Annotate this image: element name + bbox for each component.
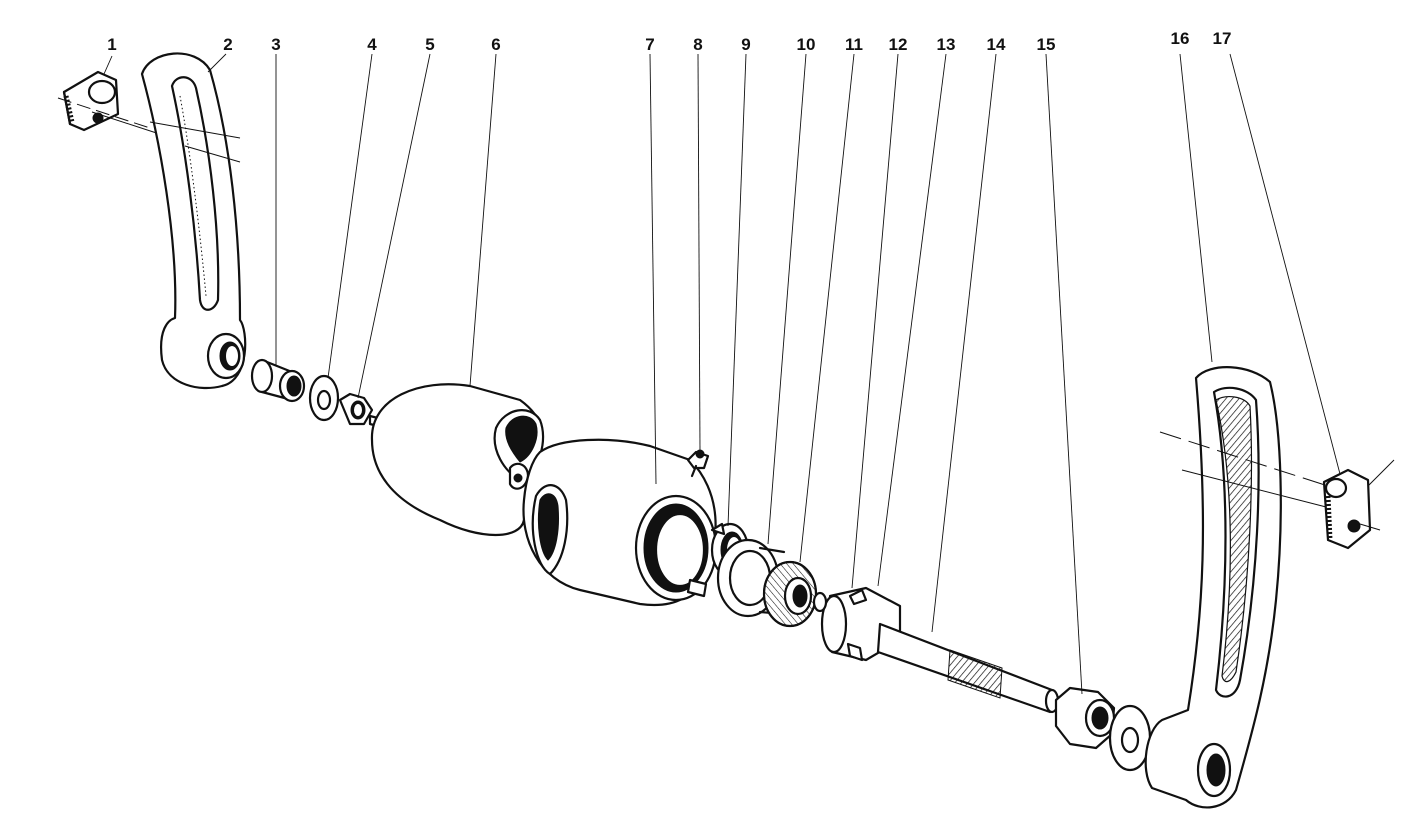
part-1-clamp-block xyxy=(57,70,179,141)
part-14-shaft xyxy=(876,622,1060,714)
part-labels: 1 2 3 4 5 6 7 8 9 10 11 12 13 14 15 16 1… xyxy=(107,29,1231,54)
leader-1 xyxy=(103,55,113,75)
part-4-washer xyxy=(308,374,340,422)
leader-lines xyxy=(103,53,1341,695)
leader-8 xyxy=(697,53,701,451)
part-11-roller-bearing xyxy=(762,560,818,628)
label-6: 6 xyxy=(491,35,500,54)
label-2: 2 xyxy=(223,35,232,54)
leader-16 xyxy=(1179,53,1213,363)
label-5: 5 xyxy=(425,35,434,54)
label-11: 11 xyxy=(845,35,863,54)
label-3: 3 xyxy=(271,35,280,54)
part-17-clamp-block xyxy=(1322,459,1395,550)
leader-14 xyxy=(931,53,997,633)
label-1: 1 xyxy=(107,35,116,54)
label-7: 7 xyxy=(645,35,654,54)
label-13: 13 xyxy=(937,35,956,54)
leader-12 xyxy=(851,53,899,589)
label-15: 15 xyxy=(1037,35,1056,54)
leader-10 xyxy=(767,53,807,545)
part-5-nut xyxy=(338,392,380,428)
part-8-grease-nipple xyxy=(686,449,710,478)
part-7-housing-right xyxy=(522,438,718,606)
leader-13 xyxy=(877,53,947,587)
label-17: 17 xyxy=(1213,29,1232,48)
part-2-left-arm xyxy=(140,52,247,390)
leader-7 xyxy=(649,53,657,485)
part-16-right-arm xyxy=(1144,366,1331,809)
label-4: 4 xyxy=(367,35,377,54)
leader-2 xyxy=(207,53,227,73)
leader-5 xyxy=(357,53,431,399)
label-10: 10 xyxy=(797,35,816,54)
part-15-nut xyxy=(1054,686,1152,772)
label-12: 12 xyxy=(889,35,908,54)
label-9: 9 xyxy=(741,35,750,54)
leader-15 xyxy=(1045,53,1083,695)
leader-6 xyxy=(469,53,497,387)
leader-11 xyxy=(799,53,855,563)
leader-9 xyxy=(727,53,747,527)
leader-4 xyxy=(327,53,373,379)
label-8: 8 xyxy=(693,35,702,54)
label-16: 16 xyxy=(1171,29,1190,48)
leader-17 xyxy=(1229,53,1341,475)
part-3-bushing xyxy=(250,358,306,403)
label-14: 14 xyxy=(987,35,1006,54)
part-6-housing-left xyxy=(370,383,545,536)
